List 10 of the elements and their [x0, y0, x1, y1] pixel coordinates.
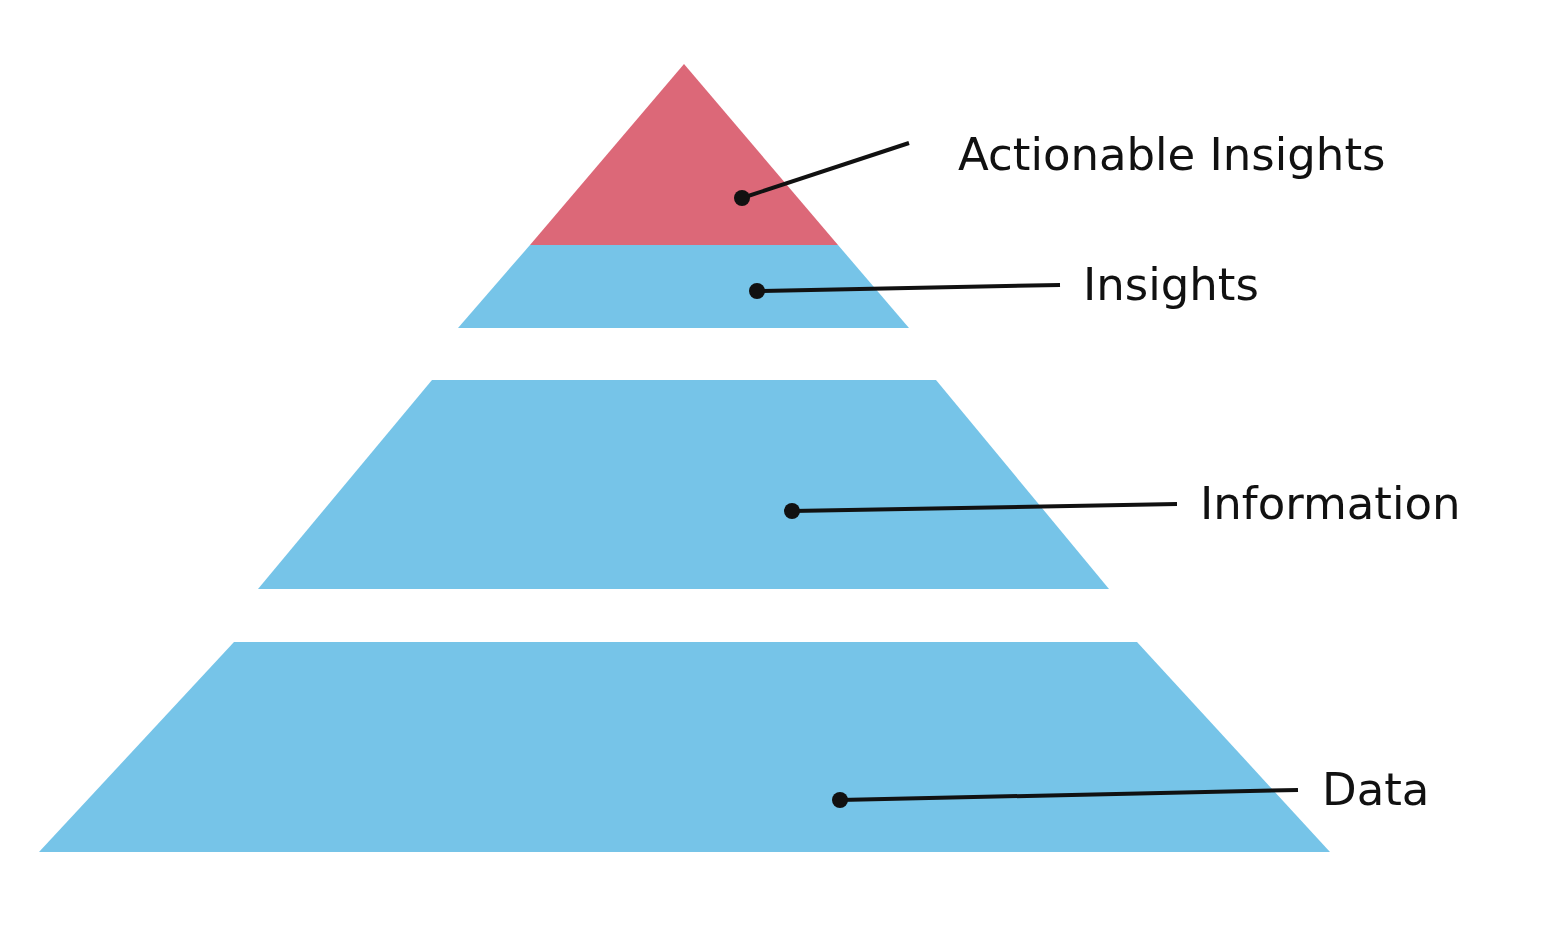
leader-line: [734, 141, 910, 206]
tier-label: Data: [1322, 767, 1430, 812]
leader-line: [749, 283, 1061, 299]
leader-line: [784, 502, 1178, 519]
tier-label: Insights: [1083, 262, 1259, 307]
pyramid-tier: [458, 245, 909, 328]
pyramid-apex: [530, 64, 838, 245]
tier-label: Actionable Insights: [958, 132, 1386, 177]
pyramid-tier: [258, 380, 1109, 589]
tier-label: Information: [1200, 481, 1461, 526]
